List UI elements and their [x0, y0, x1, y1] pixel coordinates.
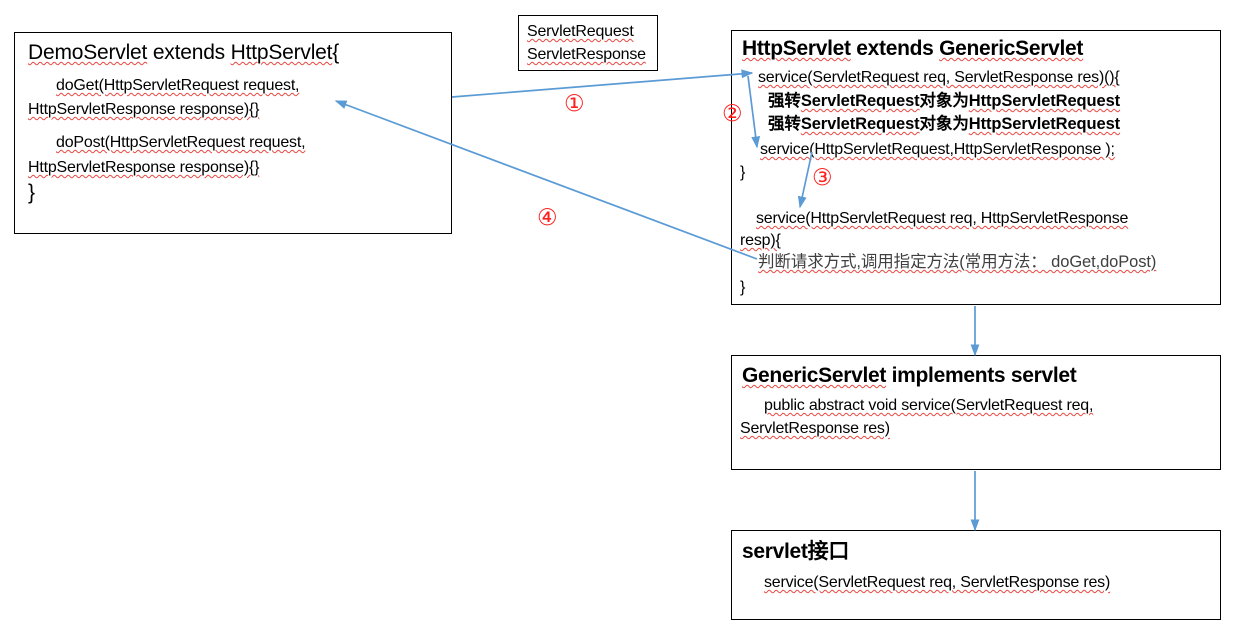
- generic-servlet-parent: servlet: [1010, 364, 1077, 387]
- servlet-interface-class-name: servlet: [742, 540, 808, 563]
- demo-servlet-line-dopost-cont: HttpServletResponse response){}: [28, 157, 259, 178]
- http-servlet-line-dispatch-comment: 判断请求方式,调用指定方法(常用方法： doGet,doPost): [758, 253, 1157, 271]
- servlet-io-response: ServletResponse: [527, 46, 646, 63]
- generic-servlet-line-service-cont: ServletResponse res): [740, 420, 890, 437]
- demo-servlet-doget-cont-text: HttpServletResponse response){}: [28, 101, 260, 118]
- demo-servlet-class-name: DemoServlet: [28, 41, 148, 64]
- cast1-target-type: HttpServletRequest: [968, 92, 1121, 110]
- servlet-interface-header: servlet接口: [742, 538, 849, 566]
- http-servlet-line-service-call: service(HttpServletRequest,HttpServletRe…: [760, 141, 1115, 158]
- box-http-servlet[interactable]: HttpServlet extends GenericServlet servi…: [731, 30, 1221, 305]
- http-servlet-line-cast-1: 强转ServletRequest对象为HttpServletRequest: [768, 91, 1120, 113]
- http-servlet-keyword: extends: [850, 37, 940, 60]
- generic-servlet-line-service: public abstract void service(ServletRequ…: [764, 397, 1094, 414]
- box-generic-servlet[interactable]: GenericServlet implements servlet public…: [731, 355, 1221, 470]
- box-servlet-interface[interactable]: servlet接口 service(ServletRequest req, Se…: [731, 530, 1221, 620]
- step-marker-4: ④: [537, 205, 558, 231]
- http-servlet-header: HttpServlet extends GenericServlet: [742, 35, 1083, 63]
- box-demo-servlet[interactable]: DemoServlet extends HttpServlet{ doGet(H…: [14, 32, 452, 234]
- http-servlet-line-http-service-sig: service(HttpServletRequest req, HttpServ…: [756, 210, 1129, 227]
- demo-servlet-line-doget: doGet(HttpServletRequest request,: [28, 75, 300, 96]
- http-servlet-line-service-sig: service(ServletRequest req, ServletRespo…: [758, 69, 1120, 86]
- demo-servlet-dopost-text: doPost(HttpServletRequest request,: [56, 134, 306, 151]
- demo-servlet-parent: HttpServlet: [230, 41, 333, 64]
- demo-servlet-line-doget-cont: HttpServletResponse response){}: [28, 99, 259, 120]
- cast2-prefix: 强转: [768, 115, 801, 133]
- arrow-1-demo-to-httpservlet: [451, 69, 754, 98]
- demo-servlet-brace: {: [332, 41, 340, 64]
- http-servlet-line-close-2: }: [740, 279, 746, 296]
- generic-servlet-class-name: GenericServlet: [742, 364, 887, 387]
- demo-servlet-keyword: extends: [147, 41, 231, 64]
- generic-servlet-keyword: implements: [886, 364, 1011, 387]
- box-servlet-io[interactable]: ServletRequest ServletResponse: [518, 15, 658, 71]
- servlet-interface-suffix: 接口: [807, 540, 850, 563]
- cast1-source-type: ServletRequest: [800, 92, 920, 110]
- demo-servlet-doget-text: doGet(HttpServletRequest request,: [56, 77, 300, 94]
- demo-servlet-dopost-cont-text: HttpServletResponse response){}: [28, 159, 260, 176]
- cast1-prefix: 强转: [768, 92, 801, 110]
- demo-servlet-close-brace: }: [28, 181, 35, 204]
- http-servlet-line-http-service-sig-cont: resp){: [740, 232, 781, 249]
- step-marker-3: ③: [812, 165, 833, 191]
- http-servlet-class-name: HttpServlet: [742, 37, 851, 60]
- cast2-source-type: ServletRequest: [800, 115, 920, 133]
- cast2-middle: 对象为: [919, 115, 969, 133]
- step-marker-1: ①: [564, 91, 585, 117]
- generic-servlet-header: GenericServlet implements servlet: [742, 362, 1077, 390]
- step-marker-2: ②: [722, 101, 743, 127]
- servlet-io-request: ServletRequest: [527, 23, 634, 40]
- cast2-target-type: HttpServletRequest: [968, 115, 1121, 133]
- cast1-middle: 对象为: [919, 92, 969, 110]
- http-servlet-parent: GenericServlet: [939, 37, 1084, 60]
- servlet-interface-line-service: service(ServletRequest req, ServletRespo…: [764, 574, 1111, 591]
- http-servlet-line-cast-2: 强转ServletRequest对象为HttpServletRequest: [768, 114, 1120, 136]
- demo-servlet-line-dopost: doPost(HttpServletRequest request,: [28, 132, 306, 153]
- http-servlet-line-close-1: }: [740, 164, 746, 181]
- demo-servlet-header: DemoServlet extends HttpServlet{: [28, 39, 339, 67]
